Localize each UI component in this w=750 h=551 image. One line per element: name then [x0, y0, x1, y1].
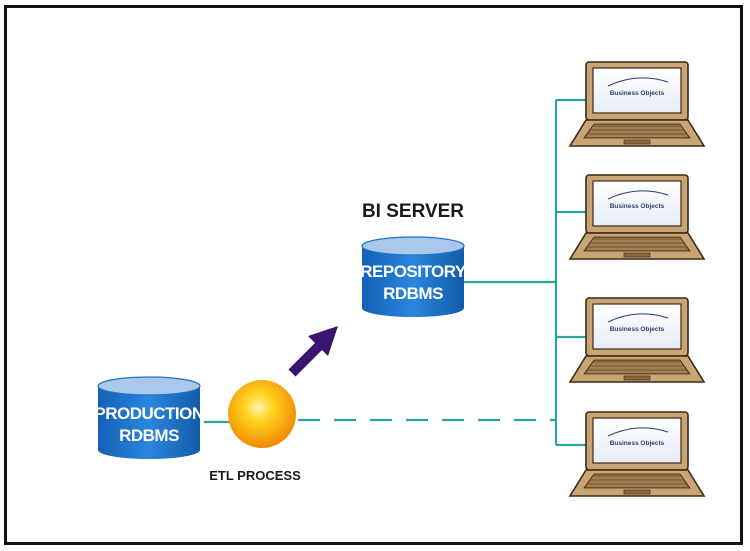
laptop-touchpad — [623, 252, 651, 258]
repository-label-line1: REPOSITORY — [360, 262, 467, 281]
etl-process-icon — [228, 380, 296, 448]
laptop-touchpad — [623, 489, 651, 495]
laptop-touchpad — [623, 139, 651, 145]
bi-server-title: BI SERVER — [362, 201, 464, 222]
laptop-keyboard — [583, 473, 691, 489]
logo-swoosh-icon — [607, 190, 669, 200]
logo-swoosh-icon — [607, 313, 669, 323]
laptop-brand-label: Business Objects — [610, 326, 665, 333]
laptop-screen — [592, 180, 682, 227]
laptop-screen — [592, 303, 682, 350]
repository-database: REPOSITORY RDBMS — [360, 236, 467, 317]
repository-label-line2: RDBMS — [383, 284, 443, 303]
laptop-keyboard — [583, 236, 691, 252]
laptop-touchpad — [623, 375, 651, 381]
laptop-brand-label: Business Objects — [610, 90, 665, 97]
logo-swoosh-icon — [607, 427, 669, 437]
laptop-brand-label: Business Objects — [610, 440, 665, 447]
laptop-client-2: Business Objects — [568, 174, 706, 260]
etl-to-repository-arrow — [288, 326, 338, 377]
production-label-line1: PRODUCTION — [94, 404, 204, 423]
laptop-keyboard — [583, 359, 691, 375]
laptop-client-1: Business Objects — [568, 61, 706, 147]
logo-swoosh-icon — [607, 77, 669, 87]
laptop-screen — [592, 417, 682, 464]
laptop-keyboard — [583, 123, 691, 139]
production-database: PRODUCTION RDBMS — [94, 376, 204, 459]
etl-process-label: ETL PROCESS — [209, 468, 301, 483]
laptop-client-4: Business Objects — [568, 411, 706, 497]
laptop-client-3: Business Objects — [568, 297, 706, 383]
connectors — [204, 98, 586, 447]
production-label-line2: RDBMS — [119, 426, 179, 445]
laptop-brand-label: Business Objects — [610, 203, 665, 210]
laptop-screen — [592, 67, 682, 114]
